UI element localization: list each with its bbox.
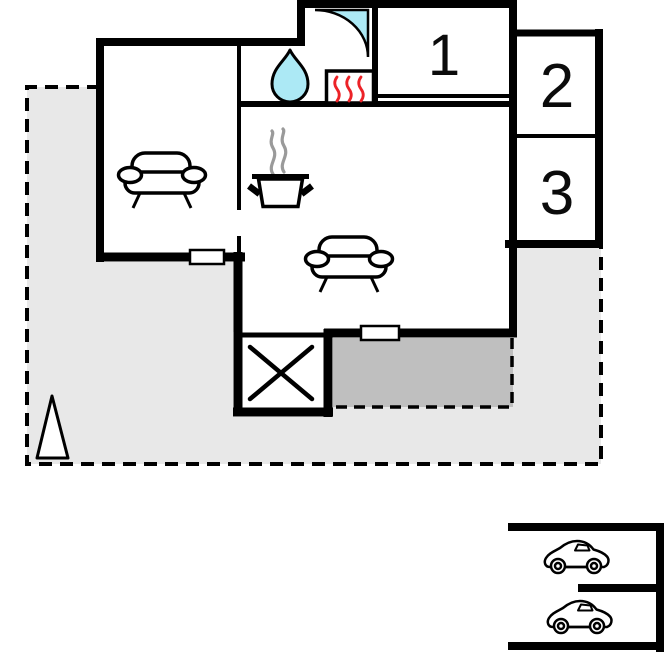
terrace-boundary-dashed <box>333 338 514 409</box>
radiator-icon <box>324 69 376 105</box>
window-living <box>359 324 401 342</box>
room-label-3: 3 <box>540 159 574 228</box>
shower-icon <box>314 8 370 58</box>
cooking-pot-icon <box>247 127 314 209</box>
plot-area <box>27 87 601 464</box>
utility-box-icon <box>247 344 315 402</box>
room-label-1: 1 <box>428 23 460 88</box>
plot-boundary-dashed <box>25 85 603 466</box>
tree-icon <box>35 394 70 460</box>
room-label-2: 2 <box>540 52 574 121</box>
window-bedroom <box>188 248 226 266</box>
terrace-area <box>333 337 513 407</box>
water-drop-icon <box>270 48 310 104</box>
carport-walls <box>508 523 664 652</box>
